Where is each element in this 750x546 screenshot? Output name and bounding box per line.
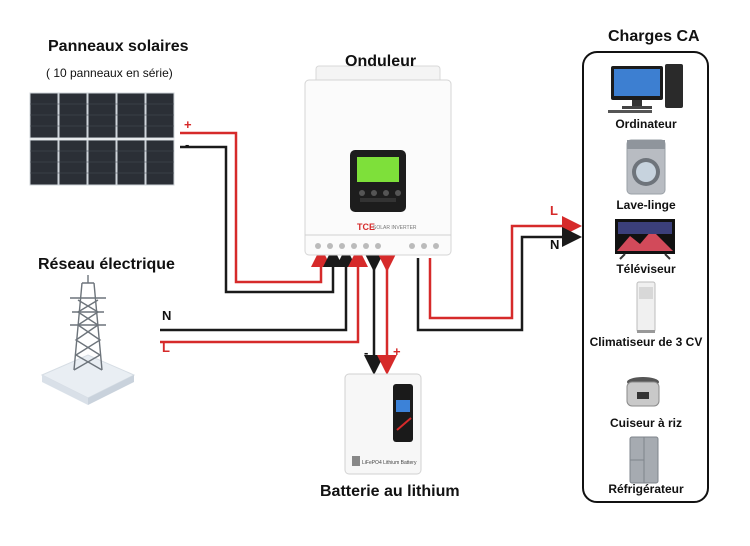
battery-model-text: LiFePO4 Lithium Battery — [362, 460, 417, 466]
battery-plus-label: + — [393, 344, 401, 359]
solar-plus-label: + — [184, 117, 192, 132]
refrigerator-icon — [629, 436, 659, 484]
inverter-device — [304, 65, 452, 256]
grid-title: Réseau électrique — [38, 256, 175, 273]
inverter-model-text: SOLAR INVERTER — [373, 225, 417, 231]
output-l-wire — [428, 216, 582, 320]
load-label-washing-machine: Lave-linge — [616, 198, 676, 212]
battery-device — [344, 373, 422, 475]
solar-negative-wire — [180, 145, 343, 294]
load-label-tv: Téléviseur — [616, 262, 676, 276]
tv-icon — [615, 219, 675, 260]
loads-n-label: N — [550, 237, 560, 252]
air-conditioner-icon — [636, 281, 656, 333]
inverter-title: Onduleur — [345, 53, 417, 70]
transmission-tower — [40, 275, 136, 405]
grid-n-label: N — [162, 308, 172, 323]
inverter-brand: TCE — [357, 222, 375, 232]
battery-title: Batterie au lithium — [320, 483, 460, 500]
loads-l-label: L — [550, 203, 558, 218]
load-label-computer: Ordinateur — [615, 117, 677, 131]
solar-positive-wire — [180, 131, 331, 284]
output-n-wire — [416, 227, 582, 332]
loads-box — [582, 51, 709, 503]
computer-icon — [608, 64, 683, 113]
solar-title: Panneaux solaires — [48, 38, 189, 55]
load-label-rice-cooker: Cuiseur à riz — [609, 416, 683, 430]
solar-minus-label: - — [185, 137, 190, 152]
load-label-refrigerator: Réfrigérateur — [608, 482, 684, 496]
load-label-air-conditioner: Climatiseur de 3 CV — [589, 335, 703, 349]
rice-cooker-icon — [626, 377, 660, 407]
grid-l-wire — [160, 247, 368, 344]
loads-title: Charges CA — [608, 28, 700, 45]
washing-machine-icon — [626, 139, 666, 195]
solar-subtitle: ( 10 panneaux en série) — [46, 66, 173, 80]
battery-minus-label: - — [364, 345, 369, 360]
grid-l-label: L — [162, 340, 170, 355]
solar-panels — [29, 92, 175, 186]
grid-n-wire — [160, 247, 356, 332]
